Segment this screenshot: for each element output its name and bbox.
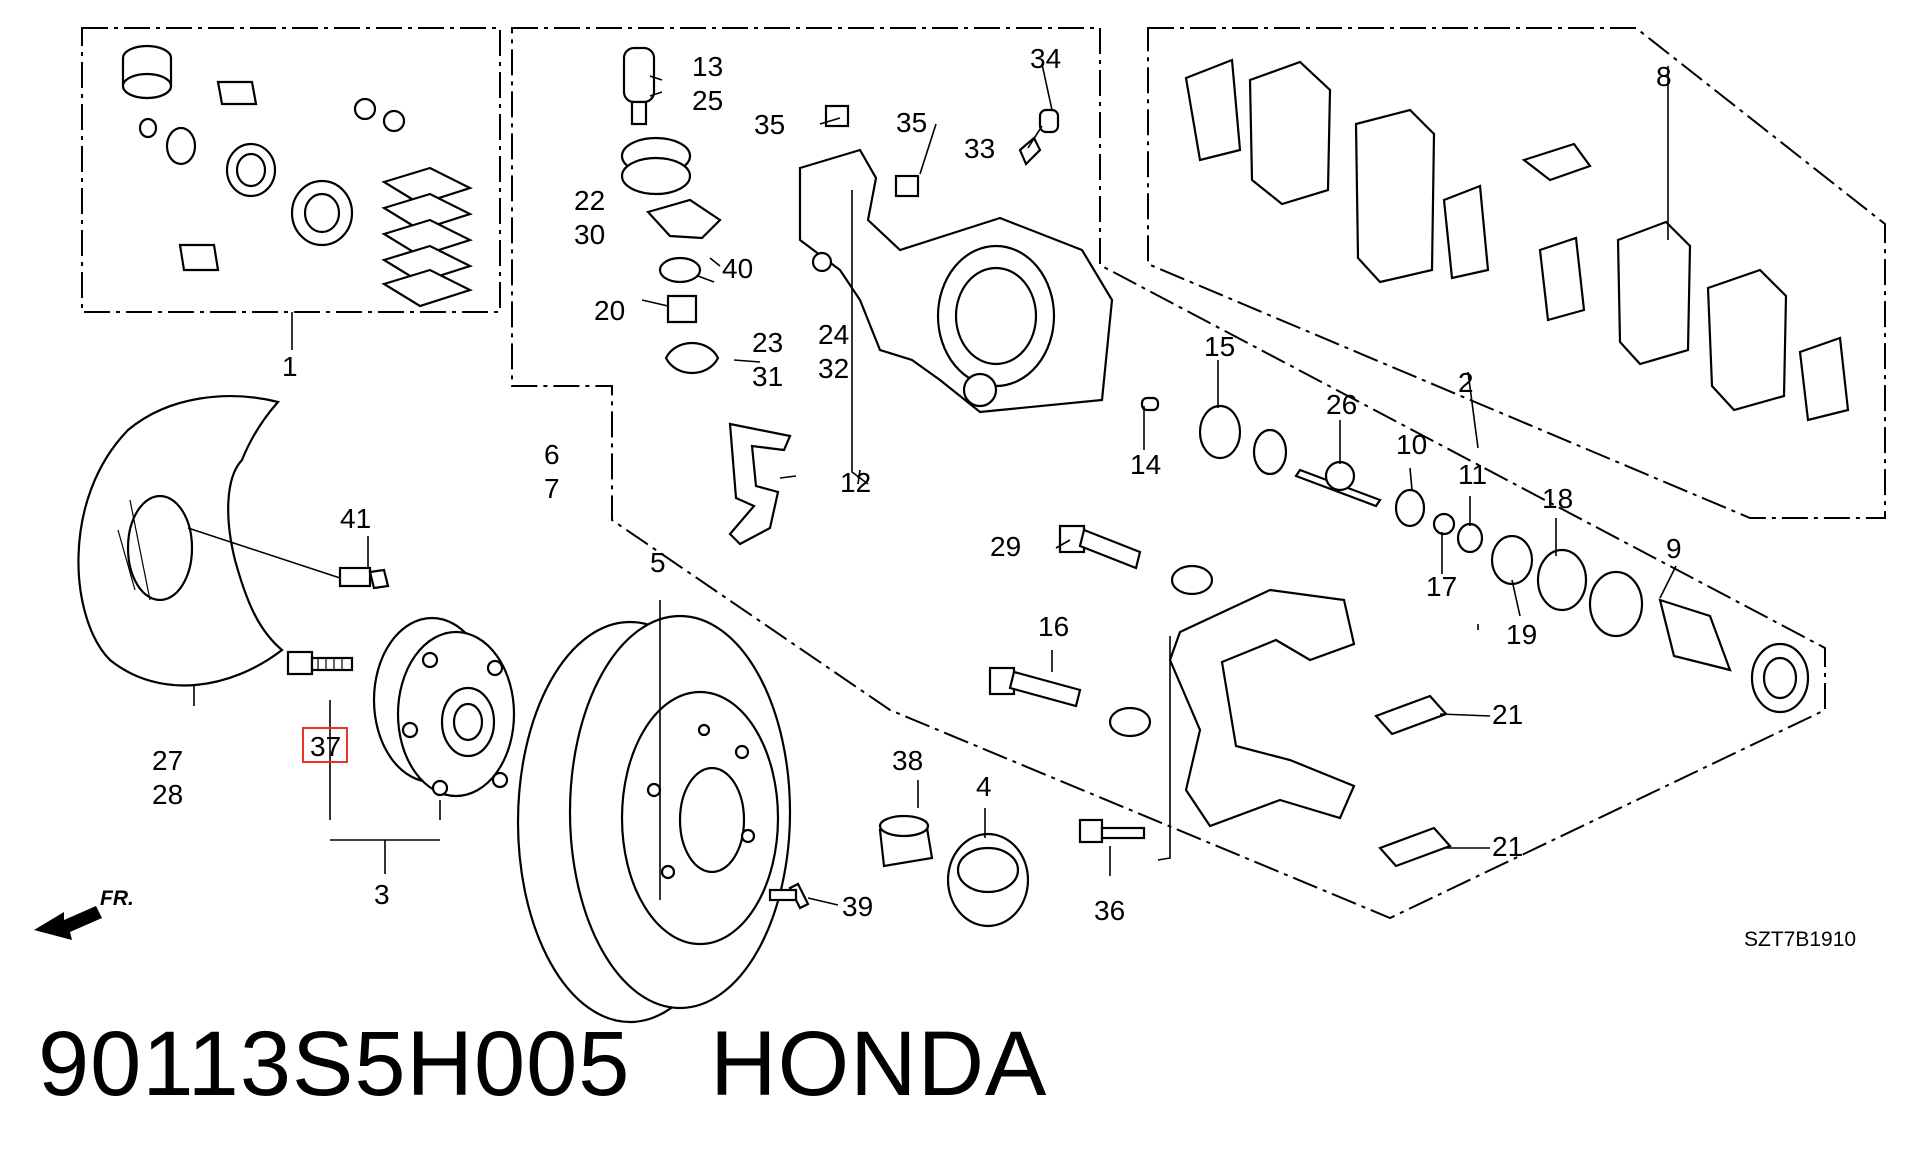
- callout-12: 12: [840, 467, 871, 498]
- callout-14: 14: [1130, 449, 1161, 480]
- callout-29: 29: [990, 531, 1021, 562]
- callout-30: 30: [574, 219, 605, 250]
- callout-18: 18: [1542, 483, 1573, 514]
- pad-clip-12: [728, 422, 792, 546]
- callout-15: 15: [1204, 331, 1235, 362]
- callout-22: 22: [574, 185, 605, 216]
- brake-disc: [516, 614, 792, 1024]
- parking-brake-parts: [620, 46, 722, 374]
- disc-screw-39: [768, 882, 810, 910]
- callout-26: 26: [1326, 389, 1357, 420]
- callout-33: 33: [964, 133, 995, 164]
- highlight-box-37: [302, 727, 348, 763]
- callout-21b: 21: [1492, 831, 1523, 862]
- callout-24: 24: [818, 319, 849, 350]
- callout-28: 28: [152, 779, 183, 810]
- brand-name: HONDA: [710, 1013, 1048, 1115]
- part-title: 90113S5H005 HONDA: [38, 1012, 1047, 1117]
- callout-19: 19: [1506, 619, 1537, 650]
- pad-shim-21b: [1378, 826, 1452, 868]
- boot-pair: [1108, 564, 1214, 738]
- callout-6: 6: [544, 439, 560, 470]
- callout-39: 39: [842, 891, 873, 922]
- caliper-group-box: [511, 27, 1826, 920]
- hub-cap-4: [946, 832, 1030, 928]
- callout-9: 9: [1666, 533, 1682, 564]
- pad-shim-21a: [1374, 694, 1448, 736]
- callout-31: 31: [752, 361, 783, 392]
- splash-shield: [77, 395, 284, 687]
- hub-nut-38: [878, 814, 934, 868]
- seal-kit-parts: [121, 44, 473, 308]
- callout-labels: 1 2 3 4 5 6 7 8 9 10 11 12 13 14 15 16 1…: [152, 43, 1682, 926]
- piston-parts: [1140, 396, 1810, 714]
- guide-pin-29: [1058, 524, 1142, 570]
- callout-41: 41: [340, 503, 371, 534]
- callout-32: 32: [818, 353, 849, 384]
- callout-35a: 35: [754, 109, 785, 140]
- guide-pin-16: [988, 666, 1082, 708]
- callout-5: 5: [650, 547, 666, 578]
- hub-assembly: [372, 616, 516, 798]
- front-direction-label: FR.: [100, 887, 134, 910]
- bracket-bolt-36: [1078, 818, 1146, 844]
- callout-7: 7: [544, 473, 560, 504]
- caliper-bracket-screws: [824, 104, 1060, 198]
- part-number: 90113S5H005: [38, 1013, 631, 1115]
- callout-21a: 21: [1492, 699, 1523, 730]
- leader-lines: [187, 63, 1677, 906]
- callout-25: 25: [692, 85, 723, 116]
- callout-10: 10: [1396, 429, 1427, 460]
- callout-17: 17: [1426, 571, 1457, 602]
- callout-37: 37: [310, 731, 341, 762]
- callout-16: 16: [1038, 611, 1069, 642]
- callout-35b: 35: [896, 107, 927, 138]
- pad-set-box: [1147, 27, 1886, 519]
- callout-8: 8: [1656, 61, 1672, 92]
- callout-40: 40: [722, 253, 753, 284]
- callout-38: 38: [892, 745, 923, 776]
- callout-36: 36: [1094, 895, 1125, 926]
- caliper-bracket: [1168, 588, 1356, 828]
- callout-2: 2: [1458, 367, 1474, 398]
- callout-1: 1: [282, 351, 298, 382]
- callout-11: 11: [1458, 459, 1487, 490]
- callout-23: 23: [752, 327, 783, 358]
- callout-20: 20: [594, 295, 625, 326]
- callout-13: 13: [692, 51, 723, 82]
- callout-27: 27: [152, 745, 183, 776]
- front-direction-arrow: FR.: [34, 887, 134, 940]
- caliper-body: [798, 148, 1114, 414]
- bolt-41: [338, 566, 390, 590]
- callout-4: 4: [976, 771, 992, 802]
- callout-34: 34: [1030, 43, 1061, 74]
- drawing-code: SZT7B1910: [1744, 928, 1856, 951]
- callout-3: 3: [374, 879, 390, 910]
- title-gap: [630, 1013, 710, 1115]
- brake-pads: [1184, 58, 1850, 422]
- hub-bolt-37: [286, 650, 354, 676]
